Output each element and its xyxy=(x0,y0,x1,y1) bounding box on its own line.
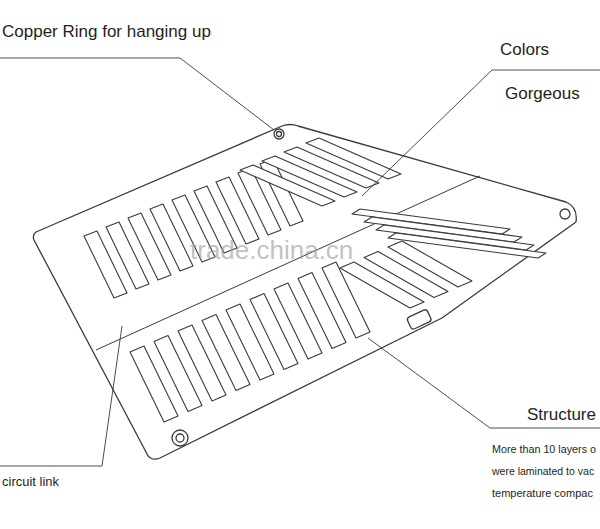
copper-ring xyxy=(176,434,184,442)
callout-label: were laminated to vac xyxy=(492,465,594,477)
leader-line xyxy=(0,326,122,466)
junction-box xyxy=(406,309,431,330)
callout-label: Colors xyxy=(500,40,549,60)
watermark: trade.china.cn xyxy=(190,236,353,266)
copper-ring xyxy=(560,209,570,219)
callout-label: Structure xyxy=(527,405,596,425)
callout-label: Gorgeous xyxy=(505,84,580,104)
copper-ring xyxy=(172,430,188,446)
callout-label: circuit link xyxy=(2,475,59,490)
copper-ring xyxy=(277,132,282,137)
callout-label: Copper Ring for hanging up xyxy=(2,22,211,42)
panel-outline xyxy=(33,125,576,460)
leader-line xyxy=(368,338,600,428)
copper-ring xyxy=(274,129,284,139)
leader-line xyxy=(0,58,274,130)
leader-line xyxy=(362,70,600,196)
solar-cell xyxy=(306,138,401,179)
callout-label: temperature compac xyxy=(492,487,593,500)
solar-cell xyxy=(388,241,472,287)
callout-label: More than 10 layers o xyxy=(492,443,596,455)
